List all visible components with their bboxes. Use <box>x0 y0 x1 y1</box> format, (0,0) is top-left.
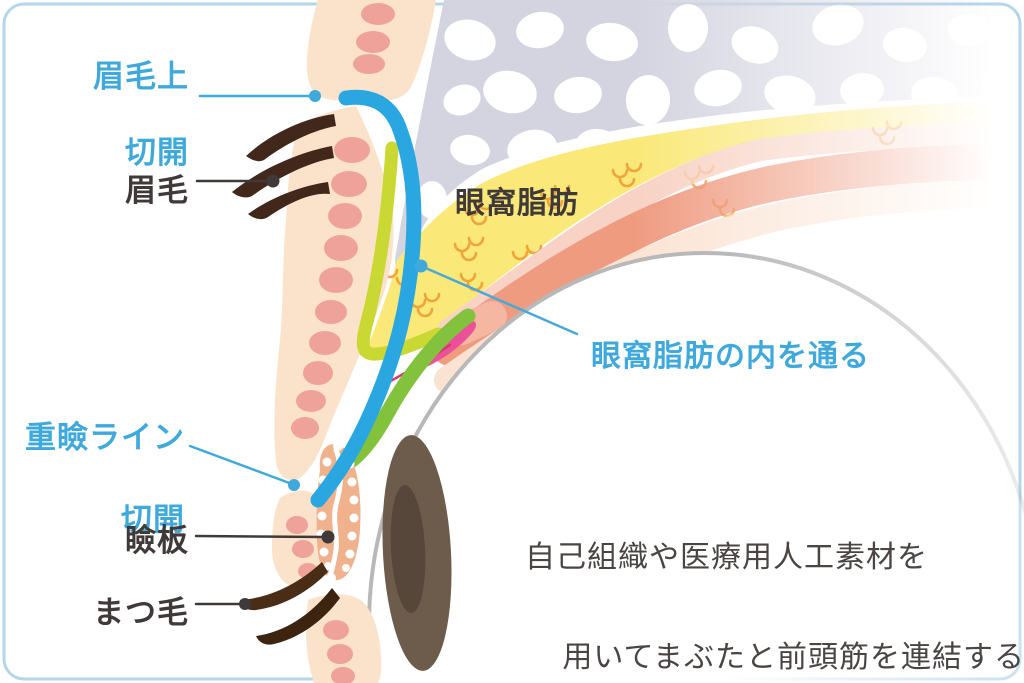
leader-line-lid-crease <box>188 444 294 486</box>
label-eyelid-crease-line1: 重瞼ライン <box>25 420 185 455</box>
leader-dot-tarsus <box>321 530 335 544</box>
leader-dot-eyebrow <box>266 174 280 188</box>
suspension-material-line <box>310 89 422 508</box>
label-through-orbital-fat: 眼窩脂肪の内を通る <box>591 340 870 373</box>
label-tarsal-plate: 瞼板 <box>125 523 189 558</box>
skin-brow-block <box>274 106 394 481</box>
label-brow-incision-line1: 眉毛上 <box>93 59 189 94</box>
eyelash-hairs <box>240 562 340 645</box>
leader-line-tarsus <box>194 534 328 539</box>
label-eyebrow: 眉毛 <box>125 173 189 208</box>
leader-dot-lashes <box>239 598 251 610</box>
label-brow-incision: 眉毛上 切開 <box>57 58 189 172</box>
label-eyelid-crease-line2: 切開 <box>121 502 185 537</box>
label-brow-incision-line2: 切開 <box>125 135 189 170</box>
skin-lid-margin-block <box>272 490 326 589</box>
eyebrow-hairs <box>232 114 336 220</box>
label-eyelashes: まつ毛 <box>93 595 189 630</box>
caption-text: 自己組織や医療用人工素材を 用いてまぶたと前頭筋を連結する <box>525 533 1024 683</box>
label-eyelid-crease-incision: 重瞼ライン 切開 <box>25 417 185 540</box>
pupil-shape <box>390 485 426 613</box>
caption-line2: 用いてまぶたと前頭筋を連結する <box>562 641 1024 674</box>
leader-dot-lid-crease <box>288 479 300 491</box>
skin-lower-lid-block <box>306 594 382 683</box>
iris-shape <box>382 435 452 671</box>
label-orbital-fat: 眼窩脂肪 <box>455 187 579 220</box>
leader-dot-brow-incision <box>309 90 321 102</box>
leader-lines <box>188 90 579 610</box>
aponeurosis-green-band <box>344 308 476 468</box>
leader-dot-through-fat <box>414 259 428 273</box>
caption-line1: 自己組織や医療用人工素材を <box>525 541 928 574</box>
leader-line-through-fat <box>419 264 579 336</box>
